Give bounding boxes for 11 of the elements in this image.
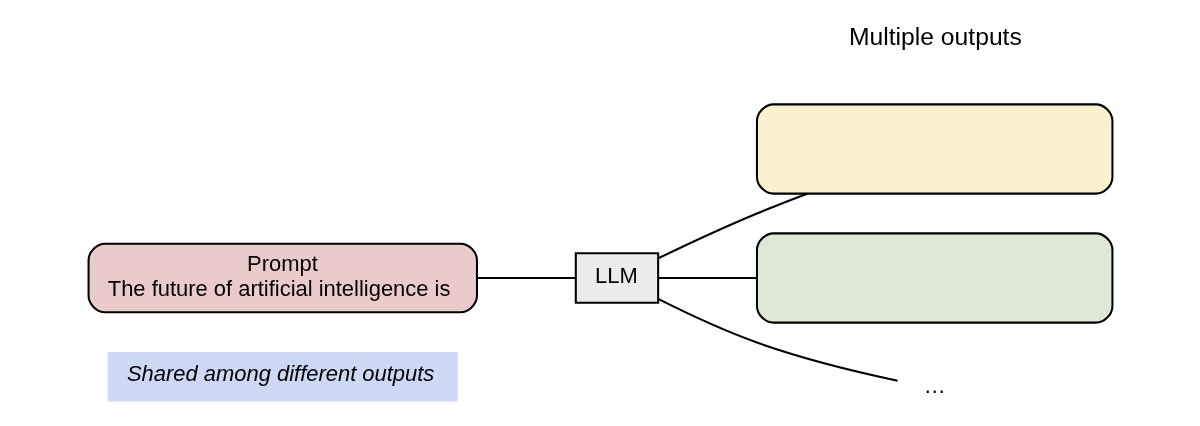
node-box — [755, 102, 1113, 195]
connector — [657, 276, 757, 279]
connector — [476, 276, 576, 279]
node-box: Prompt The future of artificial intelligence is — [87, 242, 478, 313]
connector — [657, 192, 807, 259]
label: Multiple outputs — [848, 22, 1022, 50]
node-box: LLM — [574, 251, 659, 304]
node-box: Shared among different outputs — [107, 351, 458, 402]
node-box — [755, 231, 1113, 324]
node-text: … — [923, 372, 946, 398]
connector — [657, 297, 898, 382]
